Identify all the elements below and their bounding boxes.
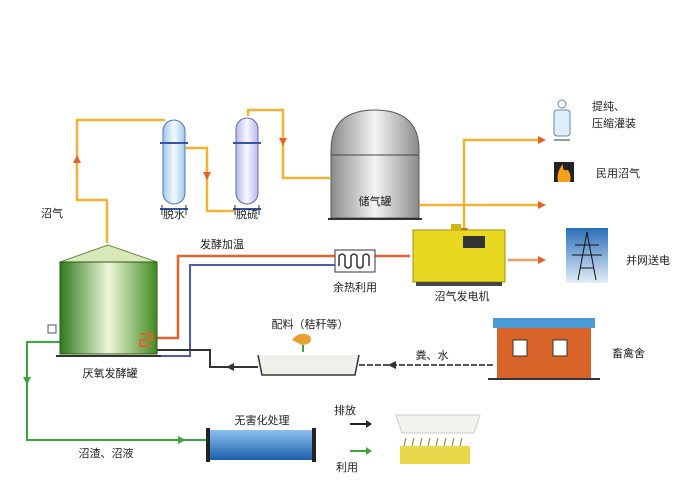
residue-label: 沼渣、沼液 — [78, 447, 134, 460]
dewater-column — [160, 119, 188, 215]
desulfur-column — [233, 117, 261, 215]
compress-label: 压缩灌装 — [592, 117, 636, 130]
heat-exchanger — [334, 249, 376, 273]
desulfur-label: 脱硫 — [236, 208, 258, 221]
treatment-pool — [206, 428, 316, 462]
dewater-label: 脱水 — [163, 208, 185, 221]
feed-pipe — [157, 349, 258, 368]
utilize-label: 利用 — [336, 461, 358, 474]
feed-label: 配料（秸秆等） — [271, 318, 349, 331]
biogas-label: 沼气 — [41, 207, 63, 220]
biogas-generator — [412, 224, 506, 286]
discharge-label: 排放 — [334, 404, 356, 417]
discharge-arrow — [350, 420, 372, 428]
livestock-house — [488, 318, 600, 380]
livestock-label: 畜禽舍 — [612, 347, 645, 360]
feed-trough — [257, 333, 360, 376]
manure-water-label: 粪、水 — [415, 349, 449, 362]
storage-tank-label: 储气罐 — [358, 195, 392, 208]
utilize-arrow — [350, 447, 372, 455]
fermentation-heating-label: 发酵加温 — [200, 238, 244, 251]
heat-recovery-label: 余热利用 — [333, 281, 377, 294]
hot-water-pipe — [150, 254, 335, 340]
discharge-image — [395, 414, 481, 434]
cold-water-pipe — [150, 264, 335, 357]
slurry-pipe — [26, 341, 208, 441]
gas-storage-tank — [328, 109, 422, 220]
grid-label: 并网送电 — [626, 254, 670, 267]
power-pylon-icon — [566, 228, 608, 283]
crop-field-image — [400, 437, 470, 464]
civil-gas-label: 民用沼气 — [596, 167, 640, 180]
generator-label: 沼气发电机 — [434, 290, 490, 303]
purify-label: 提纯、 — [592, 100, 625, 113]
anaerobic-digester — [47, 244, 161, 357]
fire-icon — [554, 162, 574, 182]
gas-cylinder-icon — [553, 99, 571, 141]
treatment-label: 无害化处理 — [234, 414, 290, 427]
digester-label: 厌氧发酵罐 — [82, 367, 138, 380]
